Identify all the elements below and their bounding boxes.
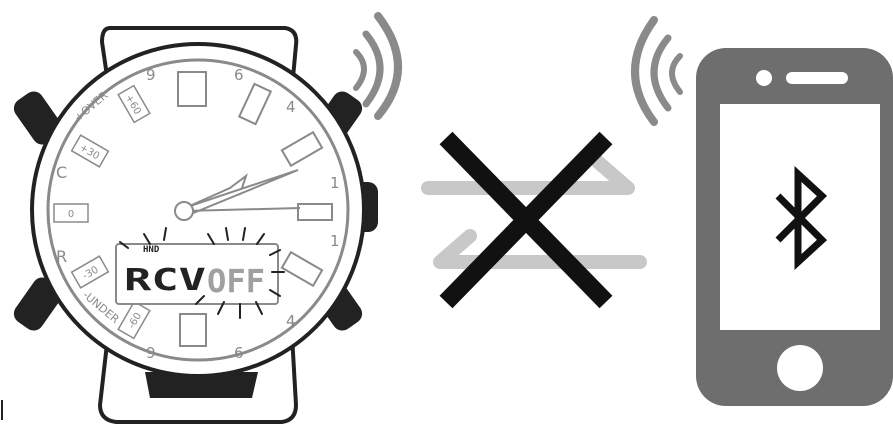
dial-mark-top-right: 6 <box>234 66 244 84</box>
dial-letter-c: C <box>56 163 67 182</box>
phone-speaker <box>786 72 848 84</box>
lcd-indicator-hnd: HND <box>143 245 160 255</box>
dial-mark-bottom-right: 6 <box>234 344 244 362</box>
smartphone <box>696 48 893 406</box>
dial-mark-upper-right: 4 <box>286 98 296 116</box>
lcd-rcv: RCV <box>124 263 206 298</box>
svg-text:0: 0 <box>68 209 74 220</box>
dial-mark-right-lower: 1 <box>330 232 340 250</box>
lcd-off: OFF <box>207 262 265 300</box>
dial-letter-r: R <box>56 247 67 266</box>
dial-mark-top-left: 9 <box>146 66 156 84</box>
x-mark-icon <box>446 138 606 302</box>
watch: 9 6 4 1 1 4 6 9 C R +OVER -UNDER +60 +30… <box>10 28 378 422</box>
dial-mark-right-upper: 1 <box>330 174 340 192</box>
phone-signal-waves-icon <box>635 20 680 122</box>
watch-signal-waves-icon <box>356 16 398 116</box>
hands-pivot <box>175 202 193 220</box>
dial-mark-bottom-left: 9 <box>146 344 156 362</box>
dial-mark-lower-right: 4 <box>286 312 296 330</box>
phone-camera <box>756 70 772 86</box>
phone-home-button <box>777 345 823 391</box>
arrow-right-icon <box>428 162 628 188</box>
